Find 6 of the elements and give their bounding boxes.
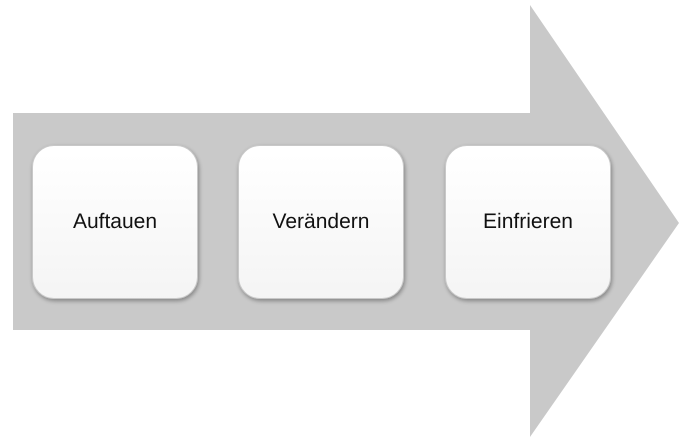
step-label: Einfrieren <box>483 210 573 234</box>
step-label: Auftauen <box>72 210 158 234</box>
step-box <box>238 145 404 299</box>
step-box <box>32 145 198 299</box>
step-label: Verändern <box>272 210 370 234</box>
step-box <box>445 145 611 299</box>
